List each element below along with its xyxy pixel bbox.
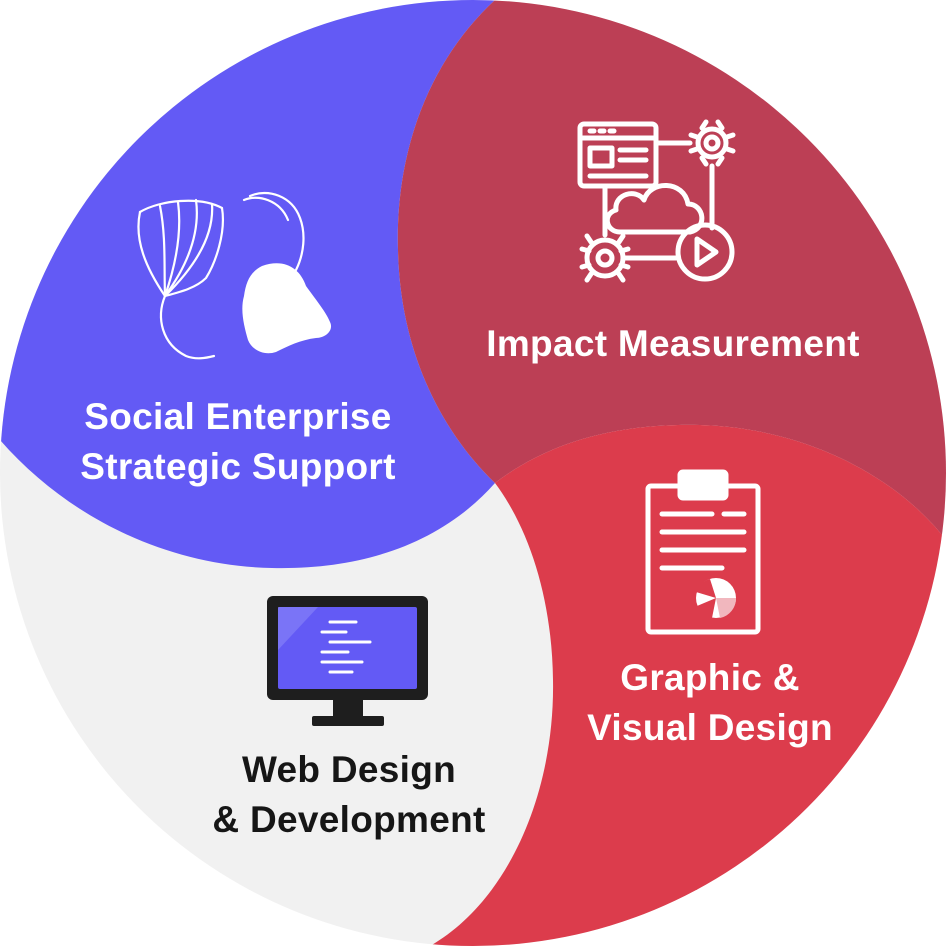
- label-line: Social Enterprise: [84, 396, 392, 437]
- label-graphic-design: Graphic & Visual Design: [555, 653, 865, 753]
- label-line: Web Design: [241, 749, 457, 790]
- label-line: Impact Measurement: [486, 323, 860, 364]
- label-line: Strategic Support: [80, 446, 396, 487]
- ginkgo-leaf-and-head-icon: [137, 191, 305, 360]
- monitor-code-icon: [267, 596, 428, 726]
- label-line: Visual Design: [587, 707, 833, 748]
- label-line: Graphic &: [620, 657, 800, 698]
- clipboard-report-icon: [645, 469, 761, 635]
- label-impact-measurement: Impact Measurement: [460, 319, 886, 369]
- head-silhouette-icon: [242, 263, 332, 354]
- pie-chart-icon: [696, 578, 737, 618]
- label-web-design: Web Design & Development: [190, 745, 508, 845]
- cloud-workflow-icon: [577, 119, 736, 283]
- label-line: & Development: [212, 799, 486, 840]
- label-social-enterprise: Social Enterprise Strategic Support: [38, 392, 438, 492]
